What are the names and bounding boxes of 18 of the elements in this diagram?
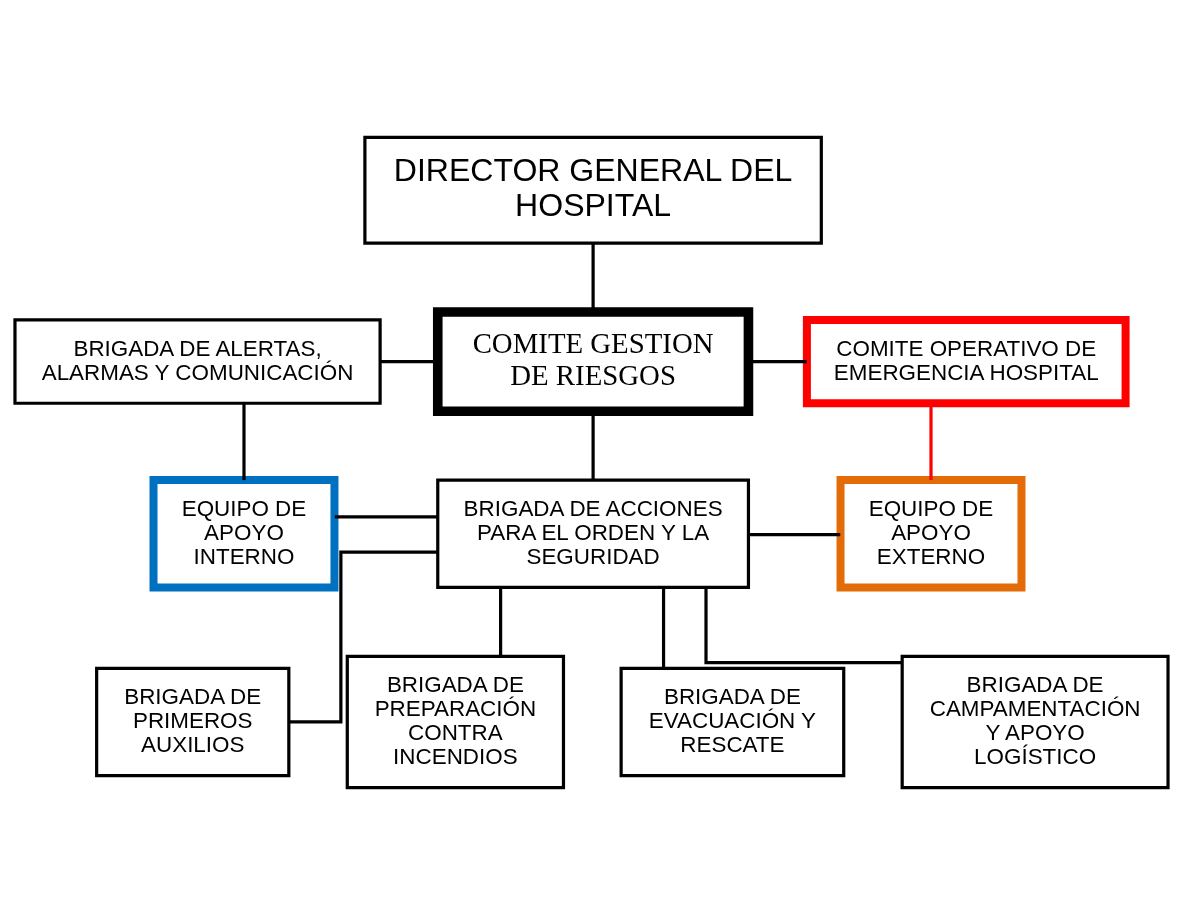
node-box: EQUIPO DE APOYO INTERNO	[149, 475, 339, 591]
node-box: EQUIPO DE APOYO EXTERNO	[836, 475, 1026, 591]
node-box: BRIGADA DE EVACUACIÓN Y RESCATE	[619, 666, 846, 777]
connector	[334, 514, 438, 519]
connector	[748, 532, 841, 536]
node-box: BRIGADA DE PREPARACIÓN CONTRA INCENDIOS	[345, 654, 566, 789]
node-box: COMITE OPERATIVO DE EMERGENCIA HOSPITAL	[802, 315, 1130, 407]
connector	[242, 402, 246, 480]
connector	[704, 587, 902, 664]
node-box: BRIGADA DE CAMPAMENTACIÓN Y APOYO LOGÍSTICO	[900, 654, 1170, 789]
node-box: BRIGADA DE PRIMEROS AUXILIOS	[95, 666, 291, 777]
connector	[499, 587, 503, 656]
node-box: COMITE GESTION DE RIESGOS	[432, 306, 754, 416]
connector	[661, 587, 666, 668]
node-box: BRIGADA DE ALERTAS, ALARMAS Y COMUNICACIÓN	[13, 317, 382, 405]
node-box: DIRECTOR GENERAL DEL HOSPITAL	[363, 135, 823, 245]
node-box: BRIGADA DE ACCIONES PARA EL ORDEN Y LA SEGURIDAD	[436, 478, 751, 589]
connector	[289, 550, 438, 724]
